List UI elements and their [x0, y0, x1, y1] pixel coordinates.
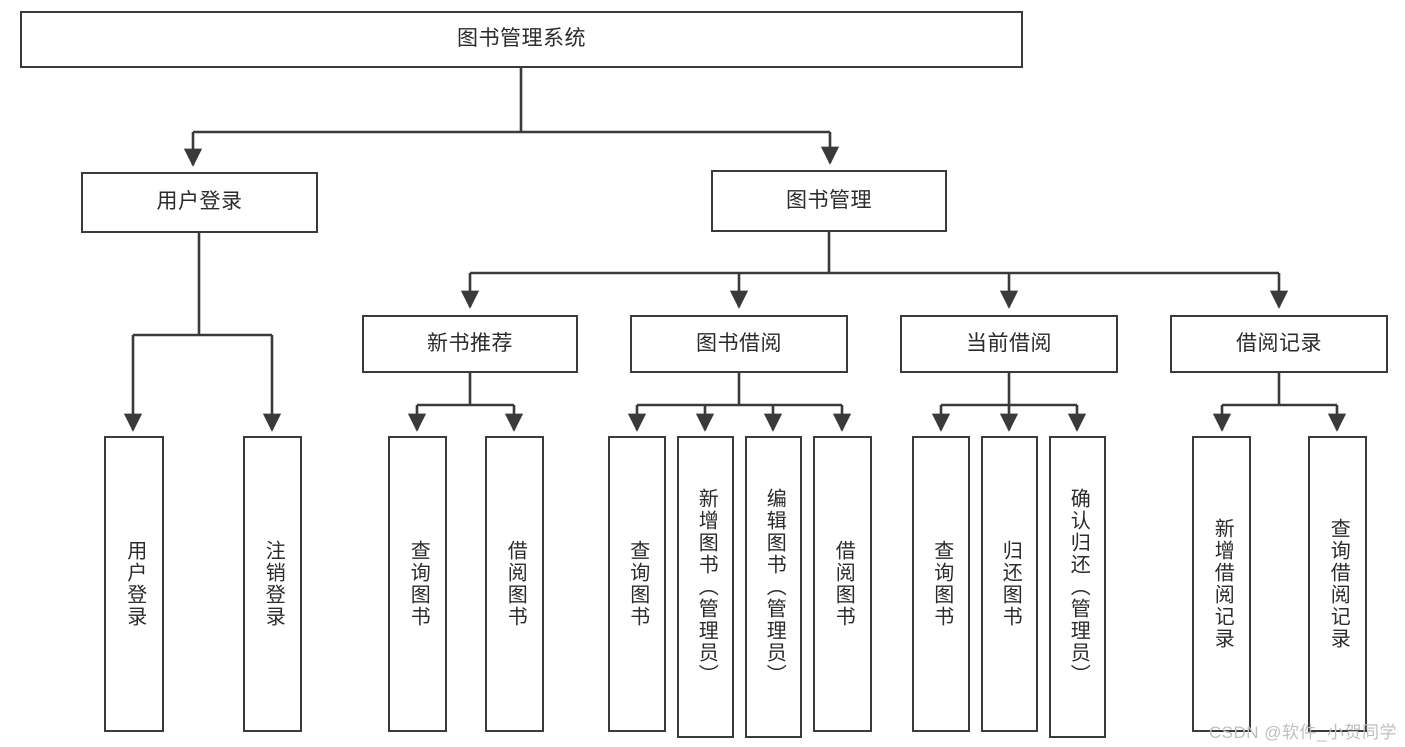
- node-book-management[interactable]: 图书管理: [711, 170, 947, 232]
- csdn-watermark: CSDN @软件_小贺同学: [1208, 723, 1397, 742]
- node-label: 注销登录: [262, 540, 285, 628]
- node-label: 查询图书: [407, 540, 430, 628]
- node-label: 借阅记录: [1236, 331, 1322, 355]
- node-label: 借阅图书: [832, 540, 855, 628]
- node-book-management-system[interactable]: 图书管理系统: [20, 11, 1023, 68]
- node-leaf-add-book-admin[interactable]: 新增图书（管理员）: [677, 436, 734, 738]
- node-label: 新书推荐: [427, 331, 513, 355]
- node-leaf-logout[interactable]: 注销登录: [243, 436, 302, 732]
- node-leaf-query-book-recommend[interactable]: 查询图书: [388, 436, 447, 732]
- node-label: 图书借阅: [696, 331, 782, 355]
- node-borrow-record[interactable]: 借阅记录: [1170, 315, 1388, 373]
- node-leaf-user-login[interactable]: 用户登录: [104, 436, 164, 732]
- node-label: 当前借阅: [966, 331, 1052, 355]
- node-leaf-borrow-book-recommend[interactable]: 借阅图书: [485, 436, 544, 732]
- node-new-book-recommendation[interactable]: 新书推荐: [362, 315, 578, 373]
- node-label: 用户登录: [156, 190, 243, 214]
- node-label: 查询借阅记录: [1327, 518, 1350, 650]
- node-label: 编辑图书（管理员）: [763, 488, 786, 686]
- node-label: 确认归还（管理员）: [1067, 488, 1090, 686]
- node-leaf-edit-book-admin[interactable]: 编辑图书（管理员）: [745, 436, 802, 738]
- node-label: 查询图书: [930, 540, 953, 628]
- node-label: 归还图书: [999, 540, 1022, 628]
- node-label: 借阅图书: [504, 540, 527, 628]
- node-book-borrow[interactable]: 图书借阅: [630, 315, 848, 373]
- node-leaf-borrow-book[interactable]: 借阅图书: [813, 436, 872, 732]
- node-leaf-return-book[interactable]: 归还图书: [981, 436, 1038, 732]
- node-current-borrow[interactable]: 当前借阅: [900, 315, 1118, 373]
- node-leaf-query-borrow-record[interactable]: 查询借阅记录: [1308, 436, 1367, 732]
- node-leaf-confirm-return-admin[interactable]: 确认归还（管理员）: [1049, 436, 1106, 738]
- node-label: 新增借阅记录: [1211, 518, 1234, 650]
- node-leaf-query-book-current[interactable]: 查询图书: [912, 436, 970, 732]
- node-label: 查询图书: [626, 540, 649, 628]
- node-label: 图书管理: [786, 188, 872, 212]
- node-label: 用户登录: [123, 540, 146, 628]
- node-label: 新增图书（管理员）: [695, 488, 718, 686]
- node-user-login[interactable]: 用户登录: [81, 172, 318, 233]
- node-label: 图书管理系统: [457, 27, 586, 51]
- node-leaf-query-book-borrow[interactable]: 查询图书: [608, 436, 666, 732]
- node-leaf-add-borrow-record[interactable]: 新增借阅记录: [1192, 436, 1251, 732]
